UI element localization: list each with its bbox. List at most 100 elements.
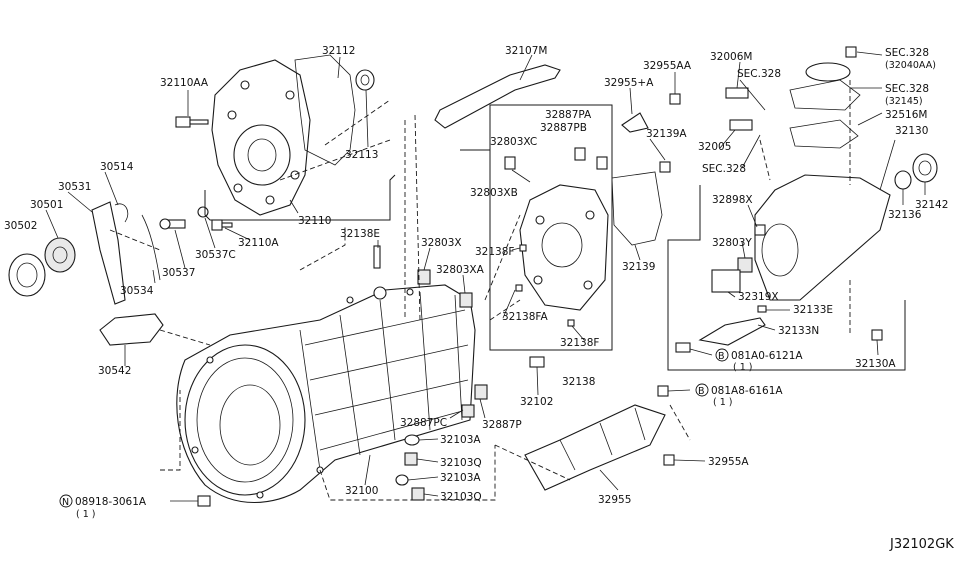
plug-32103Q bbox=[404, 452, 418, 466]
bracket-frame-32138 bbox=[460, 104, 613, 351]
qty-08918: ( 1 ) bbox=[76, 509, 96, 520]
pin-32133E bbox=[757, 305, 767, 313]
qty-081A8: ( 1 ) bbox=[713, 397, 733, 408]
bushing-32898X bbox=[754, 224, 766, 236]
release-bearing-30501 bbox=[44, 237, 76, 273]
front-cover-32110 bbox=[211, 59, 311, 216]
label-32139: 32139 bbox=[622, 261, 655, 273]
dash-line-15 bbox=[484, 214, 521, 301]
label-32138F-b: 32138F bbox=[560, 337, 599, 349]
dash-line-12 bbox=[109, 229, 161, 251]
bolt-32139A bbox=[659, 161, 671, 173]
label-32955-A: 32955+A bbox=[604, 77, 654, 89]
label-32138E: 32138E bbox=[340, 228, 380, 240]
label-32113: 32113 bbox=[345, 149, 378, 161]
label-30502: 30502 bbox=[4, 220, 37, 232]
bolt-32955AA bbox=[669, 93, 681, 105]
label-32887PB: 32887PB bbox=[540, 122, 587, 134]
label-32103Q-a: 32103Q bbox=[440, 457, 482, 469]
undercover-32955 bbox=[524, 404, 666, 491]
label-32803XC: 32803XC bbox=[490, 136, 537, 148]
diagram-code: J32102GK bbox=[889, 537, 954, 552]
dash-line-14 bbox=[279, 139, 391, 181]
label-32516M: 32516M bbox=[885, 109, 927, 121]
gasket-32112 bbox=[294, 54, 356, 166]
label-32130A: 32130A bbox=[855, 358, 896, 370]
label-32887PC: 32887PC bbox=[400, 417, 447, 429]
dash-line-2 bbox=[299, 225, 346, 271]
switch-32005 bbox=[729, 119, 753, 131]
dash-line-5 bbox=[160, 390, 181, 471]
bearing-32319X bbox=[711, 269, 741, 293]
bracket-frame-32110 bbox=[204, 174, 396, 221]
boot-sec328 bbox=[805, 62, 851, 82]
dash-line-13 bbox=[324, 99, 391, 146]
text-081A8-6161A: 081A8-6161A bbox=[711, 385, 783, 397]
bolt-32955A bbox=[663, 454, 675, 466]
withdrawal-lever-30531 bbox=[91, 201, 126, 305]
dash-line-10 bbox=[759, 139, 771, 181]
label-30531: 30531 bbox=[58, 181, 91, 193]
label-32130: 32130 bbox=[895, 125, 928, 137]
bolt-sec328 bbox=[845, 46, 857, 58]
label-32102: 32102 bbox=[520, 396, 553, 408]
spring-30534 bbox=[141, 214, 161, 281]
label-32955AA: 32955AA bbox=[643, 60, 692, 72]
label-32803XB: 32803XB bbox=[470, 187, 518, 199]
label-32110AA: 32110AA bbox=[160, 77, 209, 89]
label-30514: 30514 bbox=[100, 161, 134, 173]
label-32138: 32138 bbox=[562, 376, 595, 388]
pin-32138FA bbox=[515, 284, 523, 292]
label-32006M: 32006M bbox=[710, 51, 752, 63]
bushing-32803XA bbox=[459, 292, 473, 308]
bracket-32107M bbox=[434, 64, 561, 129]
bracket-32955-A bbox=[621, 112, 649, 133]
pin-32138F-lower bbox=[567, 319, 575, 327]
bolt-32130A bbox=[871, 329, 883, 341]
label-32133E: 32133E bbox=[793, 304, 833, 316]
label-08918-3061A: N 08918-3061A ( 1 ) bbox=[59, 494, 147, 520]
label-32103A-a: 32103A bbox=[440, 434, 481, 446]
label-sec328-b: SEC.328 bbox=[702, 163, 746, 175]
label-32100: 32100 bbox=[345, 485, 378, 497]
seal-30502 bbox=[8, 253, 46, 297]
bushing-32887PB bbox=[596, 156, 608, 170]
rear-extension-32130 bbox=[754, 174, 891, 301]
bushing-32887PA bbox=[574, 147, 586, 161]
label-32103Q-b: 32103Q bbox=[440, 491, 482, 503]
label-32005: 32005 bbox=[698, 141, 731, 153]
dash-line-4 bbox=[414, 114, 421, 321]
label-32803Y: 32803Y bbox=[712, 237, 752, 249]
plug-32103Q-lower bbox=[411, 487, 425, 501]
clip-30514 bbox=[114, 203, 129, 223]
symbol-b-2: B bbox=[698, 386, 705, 397]
label-sec328-c: SEC.328 bbox=[885, 47, 929, 59]
washer-32103A bbox=[404, 434, 420, 446]
label-32110: 32110 bbox=[298, 215, 331, 227]
label-081A0-6121A: B 081A0-6121A ( 1 ) bbox=[715, 348, 803, 373]
label-sec328-c-ref: (32040AA) bbox=[885, 60, 936, 71]
pivot-30537 bbox=[159, 218, 186, 230]
dash-line-16 bbox=[669, 404, 691, 441]
dash-line-1 bbox=[159, 329, 211, 346]
oil-seal-32113 bbox=[355, 69, 375, 91]
label-sec328-d-ref: (32145) bbox=[885, 96, 923, 107]
label-32139A: 32139A bbox=[646, 128, 687, 140]
adapter-plate-32138 bbox=[519, 184, 609, 311]
switch-32006M bbox=[725, 87, 749, 99]
label-32803X: 32803X bbox=[421, 237, 462, 249]
dash-line-7 bbox=[494, 444, 571, 481]
label-30542: 30542 bbox=[98, 365, 131, 377]
label-30501: 30501 bbox=[30, 199, 63, 211]
label-32887PA: 32887PA bbox=[545, 109, 592, 121]
plate-sec328 bbox=[789, 79, 861, 111]
label-32955A: 32955A bbox=[708, 456, 749, 468]
label-sec328-a: SEC.328 bbox=[737, 68, 781, 80]
dash-line-8 bbox=[489, 299, 521, 321]
label-32103A-b: 32103A bbox=[440, 472, 481, 484]
label-sec328-d: SEC.328 bbox=[885, 83, 929, 95]
label-32955: 32955 bbox=[598, 494, 631, 506]
label-32107M: 32107M bbox=[505, 45, 547, 57]
